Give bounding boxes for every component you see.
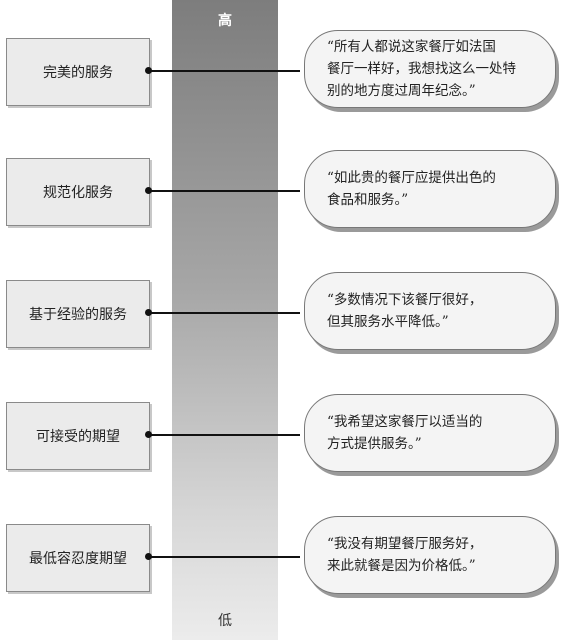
level-box-minimum-tolerance: 最低容忍度期望 — [6, 524, 150, 592]
scale-low-label: 低 — [218, 613, 232, 629]
quote-text: “如此贵的餐厅应提供出色的 食品和服务。” — [327, 170, 496, 208]
quote-bubble-experience-based-service: “多数情况下该餐厅很好， 但其服务水平降低。” — [304, 272, 556, 350]
connector-dot — [145, 431, 152, 438]
connector-dot — [145, 309, 152, 316]
quote-bubble-perfect-service: “所有人都说这家餐厅如法国 餐厅一样好，我想找这么一处特 别的地方度过周年纪念。… — [304, 30, 556, 108]
level-box-perfect-service: 完美的服务 — [6, 38, 150, 106]
connector-dot — [145, 67, 152, 74]
quote-text: “我希望这家餐厅以适当的 方式提供服务。” — [327, 414, 483, 452]
quote-bubble-acceptable-expectation: “我希望这家餐厅以适当的 方式提供服务。” — [304, 394, 556, 472]
connector-dot — [145, 553, 152, 560]
connector-line — [148, 434, 300, 436]
quote-text: “多数情况下该餐厅很好， 但其服务水平降低。” — [327, 292, 483, 330]
quote-text: “所有人都说这家餐厅如法国 餐厅一样好，我想找这么一处特 别的地方度过周年纪念。… — [327, 39, 516, 99]
connector-line — [148, 70, 300, 72]
level-box-acceptable-expectation: 可接受的期望 — [6, 402, 150, 470]
connector-dot — [145, 187, 152, 194]
connector-line — [148, 312, 300, 314]
scale-high-label: 高 — [218, 13, 232, 29]
connector-line — [148, 190, 300, 192]
expectation-gradient-bar — [172, 0, 278, 640]
quote-text: “我没有期望餐厅服务好， 来此就餐是因为价格低。” — [327, 536, 483, 574]
connector-line — [148, 556, 300, 558]
level-box-experience-based-service: 基于经验的服务 — [6, 280, 150, 348]
quote-bubble-minimum-tolerance: “我没有期望餐厅服务好， 来此就餐是因为价格低。” — [304, 516, 556, 594]
quote-bubble-normative-service: “如此贵的餐厅应提供出色的 食品和服务。” — [304, 150, 556, 228]
level-box-normative-service: 规范化服务 — [6, 158, 150, 226]
